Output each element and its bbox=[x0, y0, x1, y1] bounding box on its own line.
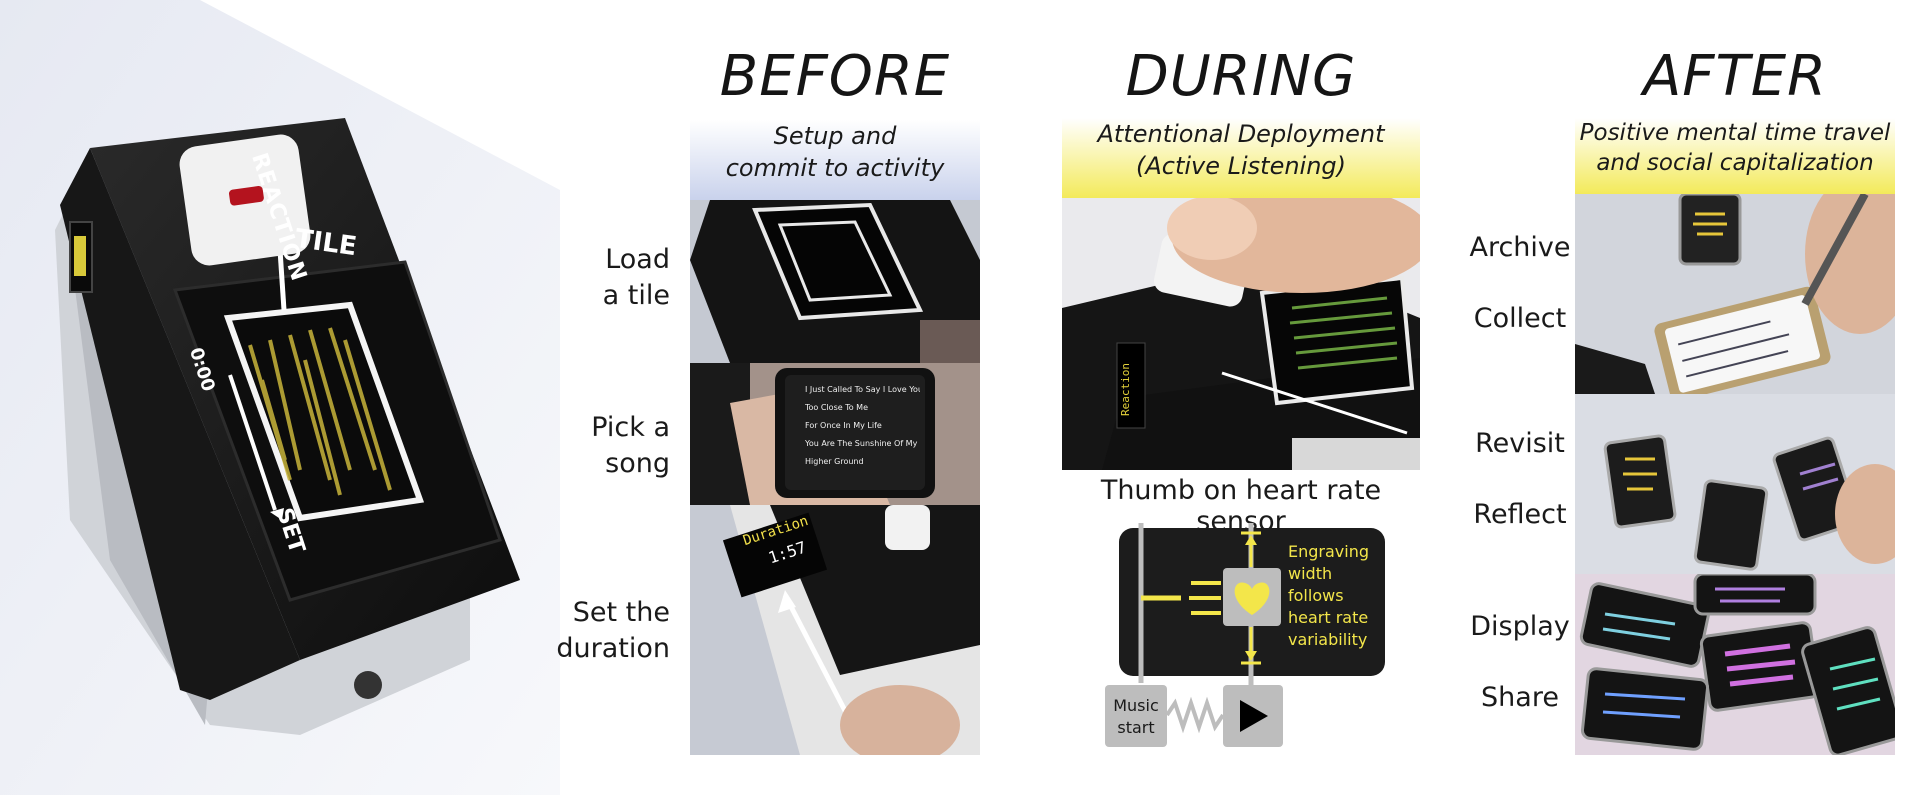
note-line: Engraving bbox=[1288, 542, 1369, 561]
action-reflect: Reflect bbox=[1473, 499, 1567, 530]
photo-display bbox=[1575, 574, 1895, 755]
step-set-line1: Set the bbox=[572, 597, 670, 628]
action-archive: Archive bbox=[1469, 232, 1571, 263]
after-subtitle-line1: Positive mental time travel bbox=[1579, 120, 1891, 146]
photo-pick-song: I Just Called To Say I Love You Too Clos… bbox=[690, 363, 980, 505]
song-item[interactable]: You Are The Sunshine Of My Life bbox=[805, 439, 920, 448]
photo-set-duration: Duration 1:57 bbox=[690, 505, 980, 755]
song-item[interactable]: Higher Ground bbox=[805, 457, 864, 466]
step-set-line2: duration bbox=[556, 633, 670, 664]
music-label-line1: Music bbox=[1113, 696, 1159, 715]
during-heading: DURING bbox=[1125, 44, 1357, 109]
action-collect: Collect bbox=[1473, 303, 1567, 334]
before-subtitle-line2: commit to activity bbox=[725, 154, 945, 182]
during-subtitle-line2: (Active Listening) bbox=[1135, 152, 1347, 180]
action-share: Share bbox=[1481, 682, 1559, 713]
engraving-note: Engraving width follows heart rate varia… bbox=[1288, 541, 1383, 651]
note-line: width bbox=[1288, 564, 1333, 583]
photo-revisit bbox=[1575, 394, 1895, 574]
song-item[interactable]: I Just Called To Say I Love You bbox=[805, 385, 920, 394]
photo-load-tile bbox=[690, 200, 980, 363]
note-line: follows bbox=[1288, 586, 1344, 605]
step-pick-line1: Pick a bbox=[591, 412, 670, 443]
action-display: Display bbox=[1470, 611, 1570, 642]
before-heading: BEFORE bbox=[719, 44, 951, 109]
step-pick-song: Pick a song bbox=[540, 410, 670, 482]
song-item[interactable]: Too Close To Me bbox=[805, 403, 868, 412]
step-set-duration: Set the duration bbox=[540, 595, 670, 667]
after-subtitle: Positive mental time travel and social c… bbox=[1575, 118, 1895, 194]
during-subtitle-line1: Attentional Deployment bbox=[1097, 120, 1385, 148]
after-heading: AFTER bbox=[1642, 44, 1828, 109]
during-subtitle: Attentional Deployment (Active Listening… bbox=[1062, 118, 1420, 198]
action-revisit: Revisit bbox=[1475, 428, 1565, 459]
step-load-line1: Load bbox=[605, 244, 670, 275]
music-start-label: Music start bbox=[1105, 695, 1167, 739]
note-line: variability bbox=[1288, 630, 1368, 649]
photo-thumb-on-sensor: Reaction bbox=[1062, 198, 1420, 470]
note-line: heart rate bbox=[1288, 608, 1369, 627]
step-pick-line2: song bbox=[605, 448, 670, 479]
step-load-tile: Load a tile bbox=[540, 242, 670, 314]
after-subtitle-line2: and social capitalization bbox=[1596, 150, 1874, 176]
song-list: I Just Called To Say I Love You Too Clos… bbox=[805, 381, 920, 471]
before-subtitle: Setup and commit to activity bbox=[690, 120, 980, 200]
before-subtitle-line1: Setup and bbox=[773, 122, 897, 150]
photo-archive bbox=[1575, 194, 1895, 394]
engraving-diagram: Engraving width follows heart rate varia… bbox=[1105, 523, 1390, 755]
music-label-line2: start bbox=[1117, 718, 1155, 737]
device-oled-label: Reaction bbox=[1119, 363, 1132, 416]
song-item[interactable]: For Once In My Life bbox=[805, 421, 882, 430]
step-load-line2: a tile bbox=[602, 280, 670, 311]
device-photo: REACTION TILE 0:00 SET bbox=[0, 0, 560, 795]
